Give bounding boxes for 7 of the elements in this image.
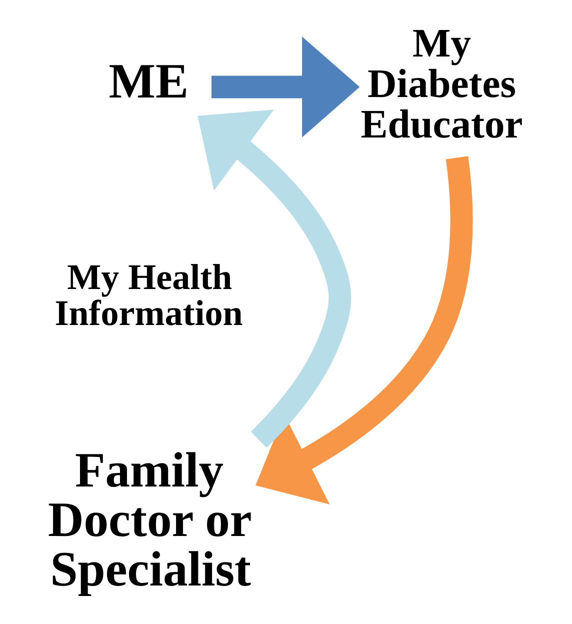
arrow (211, 36, 360, 138)
label: My Health Information (54, 257, 242, 334)
node-text: ME (108, 53, 188, 108)
node-text: Family Doctor or Specialist (48, 442, 252, 597)
arrow (197, 110, 351, 448)
arrow (255, 156, 472, 504)
node-text: My Diabetes Educator (360, 20, 522, 146)
